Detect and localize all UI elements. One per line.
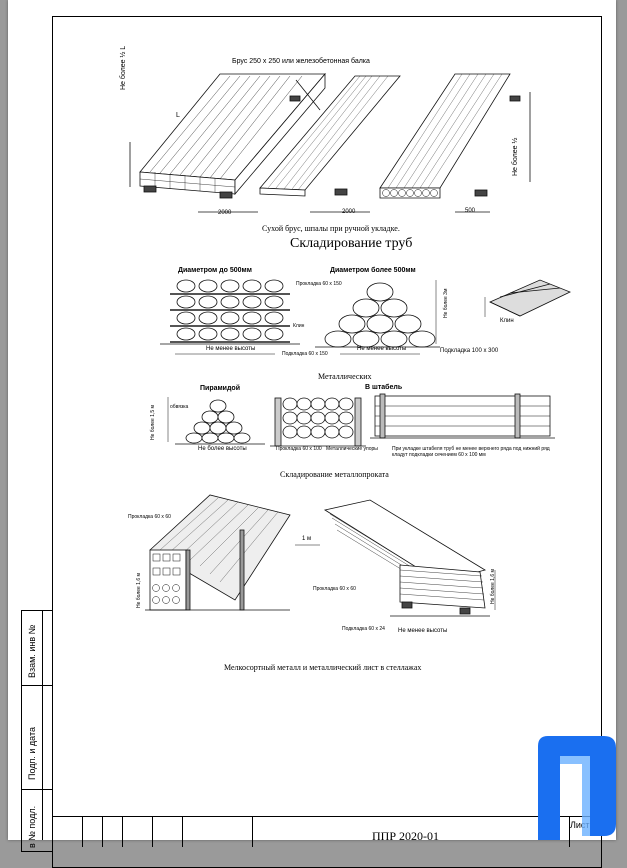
dim-2000-a: 2000 (218, 210, 232, 216)
label-pad-2: Подкладка 100 х 300 (440, 348, 499, 354)
label-half-l-right: Не более ½ (512, 137, 519, 176)
label-gasket-3: Прокладка 60 х 100 (276, 446, 322, 452)
metal-pipes-drawing (167, 393, 555, 447)
label-L: L (176, 112, 180, 119)
stamp-cell (152, 817, 183, 847)
side-cell-2 (22, 685, 53, 790)
label-pad-5: Подкладка 60 х 24 (342, 626, 385, 632)
side-label-1: Взам. инв № (27, 625, 37, 678)
label-stack: В штабель (365, 384, 403, 391)
side-divider (42, 610, 53, 840)
label-not-over-16-left: Не более 1,6 м (136, 573, 142, 608)
label-gasket-top: Прокладка 60 х 150 (296, 281, 342, 287)
label-wedge: Клин (500, 318, 514, 324)
stamp-cell (52, 817, 83, 847)
label-dia-upto: Диаметром до 500мм (178, 267, 252, 274)
sheet-label: Лист (570, 820, 590, 830)
side-label-3: в № подл. (27, 806, 37, 848)
stamp-cell (567, 817, 570, 847)
logo-icon (538, 736, 616, 840)
stamp-cell (82, 817, 103, 847)
label-half-l-left: Не более ½ L (120, 45, 127, 90)
label-not-over-15: Не более 1,5 м (150, 405, 156, 440)
label-angle-stop: Металлические упоры (326, 446, 378, 452)
beams-drawing (129, 72, 531, 213)
doc-code: ППР 2020-01 (372, 829, 440, 843)
stamp-cell (122, 817, 153, 847)
side-label-2: Подп. и дата (27, 727, 37, 780)
rolled-metal-drawing (145, 494, 496, 617)
label-not-less-height-4: Не менее высоты (398, 628, 448, 634)
heading-metal: Металлических (318, 372, 372, 381)
label-not-less-height-1: Не менее высоты (206, 346, 256, 352)
label-obrez: обвязка (170, 404, 189, 410)
label-gasket-5: Прокладка 60 х 60 (313, 586, 356, 592)
title-block (52, 816, 600, 847)
label-pad-1: Подкладка 60 х 150 (282, 351, 328, 357)
label-pyramid: Пирамидой (200, 385, 241, 392)
label-klin: Клин (293, 323, 305, 329)
side-cell-1 (22, 611, 53, 686)
caption-beams-title: Брус 250 х 250 или железобетонная балка (232, 58, 370, 65)
heading-pipes: Складирование труб (290, 236, 413, 251)
pipes-drawing (160, 279, 571, 355)
caption-bottom: Мелкосортный металл и металлический лист… (224, 663, 422, 672)
label-not-less-height-2: Не менее высоты (357, 346, 407, 352)
label-not-over-16-right: Не более 1,6 м (490, 569, 496, 604)
dim-2000-b: 2000 (342, 209, 356, 215)
label-gasket-4: Прокладка 60 х 60 (128, 514, 171, 520)
stamp-cell (182, 817, 253, 847)
caption-sleepers: Сухой брус, шпалы при ручной укладке. (262, 224, 400, 233)
label-dia-over: Диаметром более 500мм (330, 267, 416, 274)
label-1m: 1 м (302, 536, 312, 542)
label-not-over-3m: Не более 3м (443, 288, 449, 318)
label-not-less-height-3: Не более высоты (198, 446, 247, 452)
dim-500: 500 (465, 208, 476, 214)
stamp-cell (102, 817, 123, 847)
caption-rolled: Складирование металлопроката (280, 470, 389, 479)
label-note-stack: При укладке штабеля труб не менее верхне… (392, 446, 550, 458)
